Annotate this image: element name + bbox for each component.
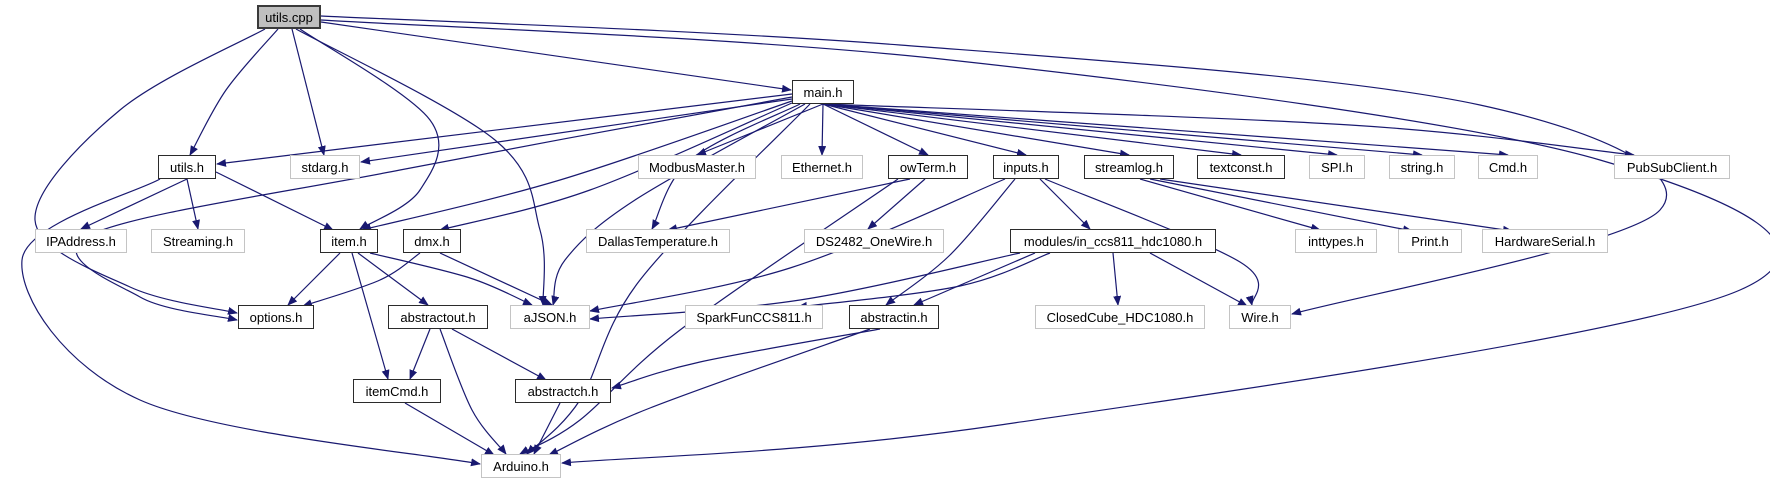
edge-streamlog-h-to-inttypes-h — [1139, 178, 1321, 232]
node-Arduino-h: Arduino.h — [481, 454, 561, 478]
edge-main-h-to-inputs-h — [822, 103, 1027, 157]
node-inttypes-h: inttypes.h — [1295, 229, 1377, 253]
node-abstractin-h[interactable]: abstractin.h — [849, 305, 939, 329]
edge-inputs-h-to-modules-in — [1039, 178, 1091, 230]
edge-abstractout-h-to-Arduino-h — [439, 328, 507, 455]
node-DallasTemperature-h: DallasTemperature.h — [586, 229, 730, 253]
edge-utils-cpp-to-Arduino-h — [320, 19, 1770, 467]
edge-main-h-to-PubSubClient-h — [822, 103, 1635, 159]
edge-main-h-to-textconst-h — [822, 103, 1242, 158]
edge-main-h-to-aJSON-h — [551, 103, 806, 306]
edge-inputs-h-to-Wire-h — [1044, 178, 1260, 306]
edge-item-h-to-aJSON-h — [369, 252, 533, 306]
edge-utils-cpp-to-item-h — [299, 28, 440, 230]
node-options-h[interactable]: options.h — [238, 305, 314, 329]
node-abstractch-h[interactable]: abstractch.h — [515, 379, 611, 403]
edge-modules-in-to-SparkFunCCS811-h — [797, 252, 1051, 310]
node-Ethernet-h: Ethernet.h — [781, 155, 863, 179]
node-dmx-h[interactable]: dmx.h — [403, 229, 461, 253]
edge-utils-cpp-to-utils-h — [189, 28, 279, 156]
edge-item-h-to-options-h — [287, 252, 341, 306]
edge-main-h-to-Cmd-h — [822, 103, 1509, 159]
edge-utils-h-to-Arduino-h — [21, 178, 481, 467]
edge-owTerm-h-to-DS2482-OneWire-h — [867, 178, 926, 230]
edge-main-h-to-string-h — [822, 103, 1423, 159]
edge-utils-cpp-to-main-h — [320, 21, 792, 93]
node-DS2482-OneWire-h: DS2482_OneWire.h — [804, 229, 944, 253]
node-item-h[interactable]: item.h — [320, 229, 378, 253]
node-streamlog-h[interactable]: streamlog.h — [1084, 155, 1174, 179]
edge-utils-cpp-to-stdarg-h — [291, 28, 326, 156]
node-Print-h: Print.h — [1398, 229, 1462, 253]
node-Streaming-h: Streaming.h — [151, 229, 245, 253]
edge-inputs-h-to-abstractin-h — [885, 178, 1016, 306]
edge-main-h-to-options-h — [75, 96, 793, 322]
edge-itemCmd-h-to-Arduino-h — [404, 402, 495, 456]
edge-modules-in-to-ClosedCube-HDC1080-h — [1112, 252, 1122, 306]
edge-owTerm-h-to-DallasTemperature-h — [667, 178, 911, 233]
node-aJSON-h: aJSON.h — [510, 305, 590, 329]
edge-main-h-to-item-h — [361, 100, 793, 232]
node-utils-h[interactable]: utils.h — [158, 155, 216, 179]
edge-main-h-to-utils-h — [216, 93, 793, 167]
edge-item-h-to-abstractout-h — [357, 252, 429, 306]
node-inputs-h[interactable]: inputs.h — [993, 155, 1059, 179]
edge-abstractin-h-to-abstractch-h — [611, 328, 881, 390]
node-PubSubClient-h: PubSubClient.h — [1614, 155, 1730, 179]
node-SPI-h: SPI.h — [1309, 155, 1365, 179]
edge-streamlog-h-to-Print-h — [1149, 178, 1413, 234]
edge-main-h-to-dmx-h — [439, 102, 793, 232]
edge-utils-h-to-Streaming-h — [186, 178, 200, 230]
edge-main-h-to-Ethernet-h — [818, 103, 827, 156]
edge-utils-cpp-to-aJSON-h — [295, 28, 547, 306]
edge-main-h-to-owTerm-h — [822, 103, 929, 156]
edge-utils-h-to-item-h — [215, 171, 334, 231]
edge-utils-h-to-IPAddress-h — [80, 178, 188, 230]
node-ClosedCube-HDC1080-h: ClosedCube_HDC1080.h — [1035, 305, 1205, 329]
node-textconst-h[interactable]: textconst.h — [1197, 155, 1285, 179]
node-main-h[interactable]: main.h — [792, 80, 854, 104]
edge-modules-in-to-aJSON-h — [589, 252, 1021, 323]
node-abstractout-h[interactable]: abstractout.h — [388, 305, 488, 329]
node-ModbusMaster-h: ModbusMaster.h — [638, 155, 756, 179]
edge-modules-in-to-abstractin-h — [913, 252, 1036, 306]
edge-abstractch-h-to-Arduino-h — [533, 402, 561, 455]
edge-main-h-to-SPI-h — [822, 103, 1338, 159]
node-utils-cpp: utils.cpp — [257, 5, 321, 29]
node-IPAddress-h: IPAddress.h — [35, 229, 127, 253]
edge-main-h-to-stdarg-h — [360, 98, 793, 165]
node-itemCmd-h[interactable]: itemCmd.h — [353, 379, 441, 403]
edge-dmx-h-to-options-h — [302, 252, 421, 307]
edge-dmx-h-to-aJSON-h — [439, 252, 553, 306]
node-owTerm-h[interactable]: owTerm.h — [888, 155, 968, 179]
edge-owTerm-h-to-Arduino-h — [519, 178, 899, 455]
node-HardwareSerial-h: HardwareSerial.h — [1482, 229, 1608, 253]
node-SparkFunCCS811-h: SparkFunCCS811.h — [685, 305, 823, 329]
edge-inputs-h-to-aJSON-h — [589, 178, 1006, 314]
edge-main-h-to-streamlog-h — [822, 103, 1130, 158]
edge-abstractout-h-to-itemCmd-h — [409, 328, 431, 380]
node-stdarg-h: stdarg.h — [290, 155, 360, 179]
edge-abstractin-h-to-Arduino-h — [548, 328, 871, 456]
node-string-h: string.h — [1389, 155, 1455, 179]
edge-utils-cpp-to-options-h — [34, 28, 266, 315]
edge-abstractout-h-to-abstractch-h — [451, 328, 547, 381]
edge-streamlog-h-to-HardwareSerial-h — [1159, 178, 1513, 234]
node-Wire-h: Wire.h — [1229, 305, 1291, 329]
edge-main-h-to-ModbusMaster-h — [696, 103, 824, 156]
edge-item-h-to-itemCmd-h — [351, 252, 390, 380]
node-Cmd-h: Cmd.h — [1478, 155, 1538, 179]
node-modules-in[interactable]: modules/in_ccs811_hdc1080.h — [1010, 229, 1216, 253]
edge-modules-in-to-Wire-h — [1149, 252, 1248, 307]
